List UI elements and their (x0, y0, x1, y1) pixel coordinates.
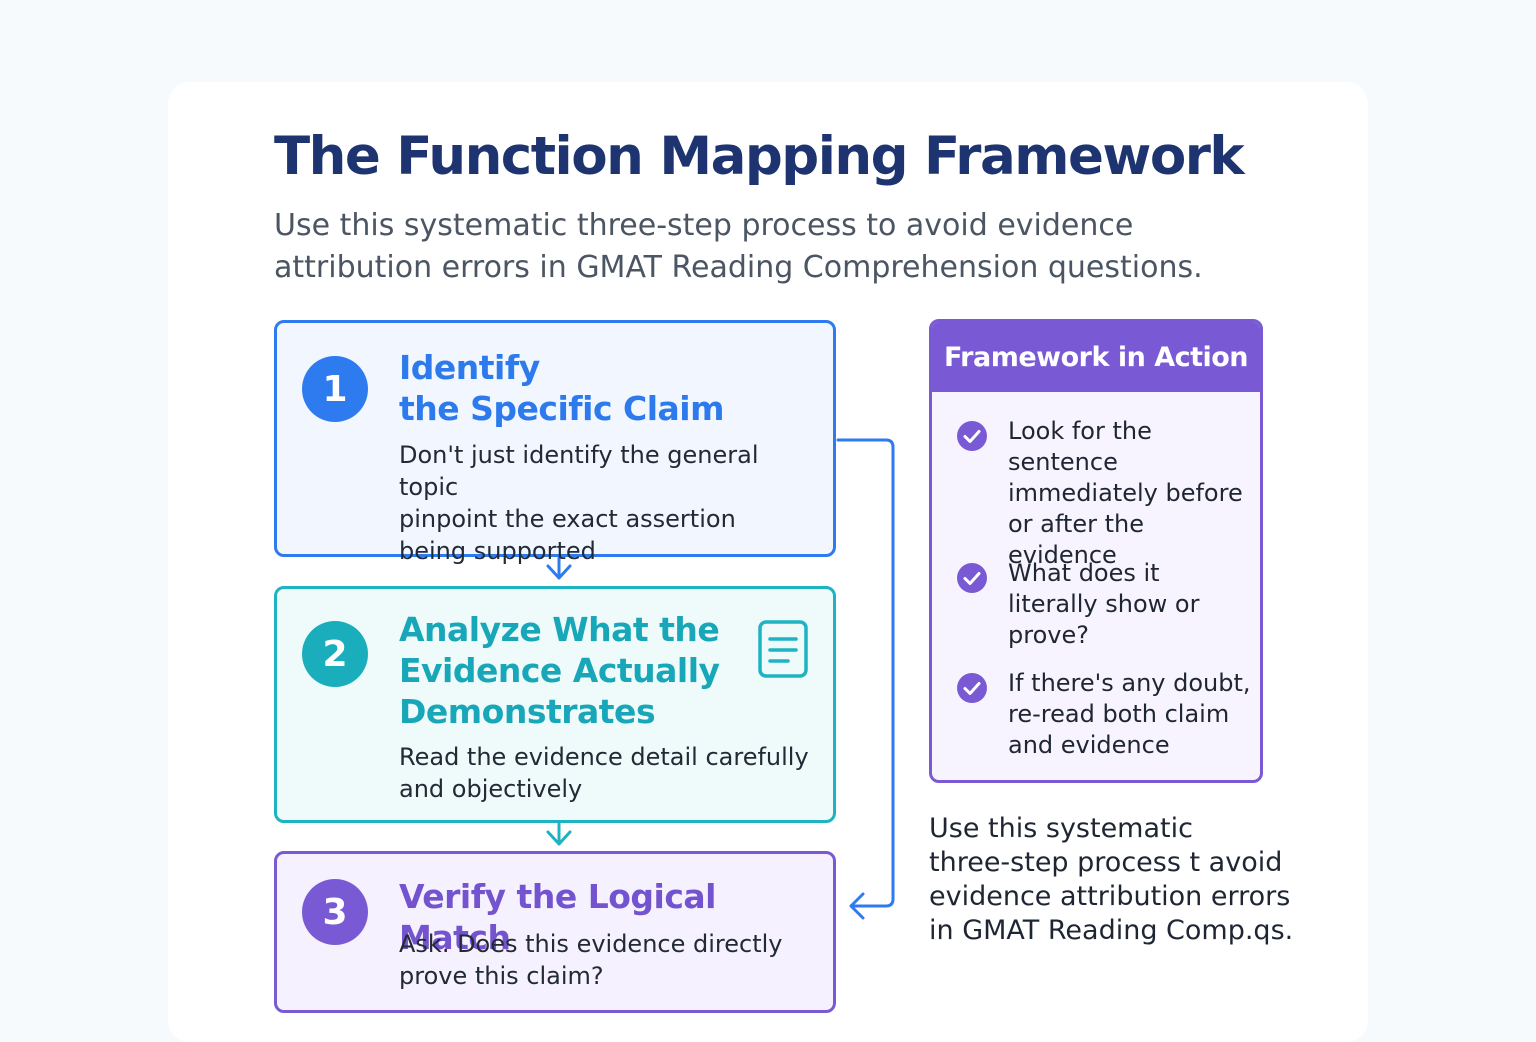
panel-item: If there's any doubt, re-read both claim… (956, 668, 1256, 768)
panel-title: Framework in Action (932, 322, 1260, 392)
check-circle-icon (957, 563, 987, 593)
bypass-arrow-step1-to-step3 (836, 438, 895, 920)
step-1-desc-line3: being supported (399, 537, 596, 565)
side-note-line3: evidence attribution errors (929, 881, 1291, 912)
check-circle-icon (957, 421, 987, 451)
panel-item: What does it literally show or prove? (956, 558, 1256, 658)
side-note-line4: in GMAT Reading Comp.qs. (929, 915, 1294, 946)
page-title: The Function Mapping Framework (274, 126, 1245, 187)
step-2-badge: 2 (302, 621, 368, 687)
side-note-line2: three-step process t avoid (929, 847, 1283, 878)
panel-item-text: If there's any doubt, re-read both claim… (1008, 669, 1251, 759)
side-note-line1: Use this systematic (929, 813, 1193, 844)
step-2-card: 2 Analyze What the Evidence Actually Dem… (274, 586, 836, 823)
step-3-description: Ask. Does this evidence directly prove t… (399, 930, 783, 990)
step-1-title: Identify the Specific Claim (399, 347, 729, 429)
step-2-title: Analyze What the Evidence Actually Demon… (399, 610, 720, 731)
step-1-description: Don't just identify the general topic pi… (399, 439, 819, 567)
step-1-card: 1 Identify the Specific Claim Don't just… (274, 320, 836, 565)
panel-item-text: What does it literally show or prove? (1008, 559, 1200, 649)
page-subtitle: Use this systematic three-step process t… (274, 208, 1203, 285)
step-1-desc-line1: Don't just identify the general topic (399, 441, 759, 501)
step-3-card: 3 Verify the Logical Match Ask. Does thi… (274, 851, 836, 1013)
step-1-title-line1: Identify (399, 348, 540, 387)
step-1-desc-line2: pinpoint the exact assertion (399, 505, 736, 533)
step-1-title-line2: the Specific Claim (399, 389, 725, 428)
step-3-badge: 3 (302, 879, 368, 945)
panel-item-text: Look for the sentence immediately before… (1008, 417, 1243, 569)
step-3-title: Verify the Logical Match (399, 877, 716, 957)
document-icon (758, 620, 808, 678)
panel-item: Look for the sentence immediately before… (956, 416, 1256, 569)
framework-in-action-panel: Framework in Action Look for the sentenc… (929, 319, 1263, 783)
check-circle-icon (957, 673, 987, 703)
step-1-badge: 1 (302, 356, 368, 422)
side-note: Use this systematic three-step process t… (929, 812, 1309, 948)
step-2-description: Read the evidence detail carefully and o… (399, 743, 809, 803)
